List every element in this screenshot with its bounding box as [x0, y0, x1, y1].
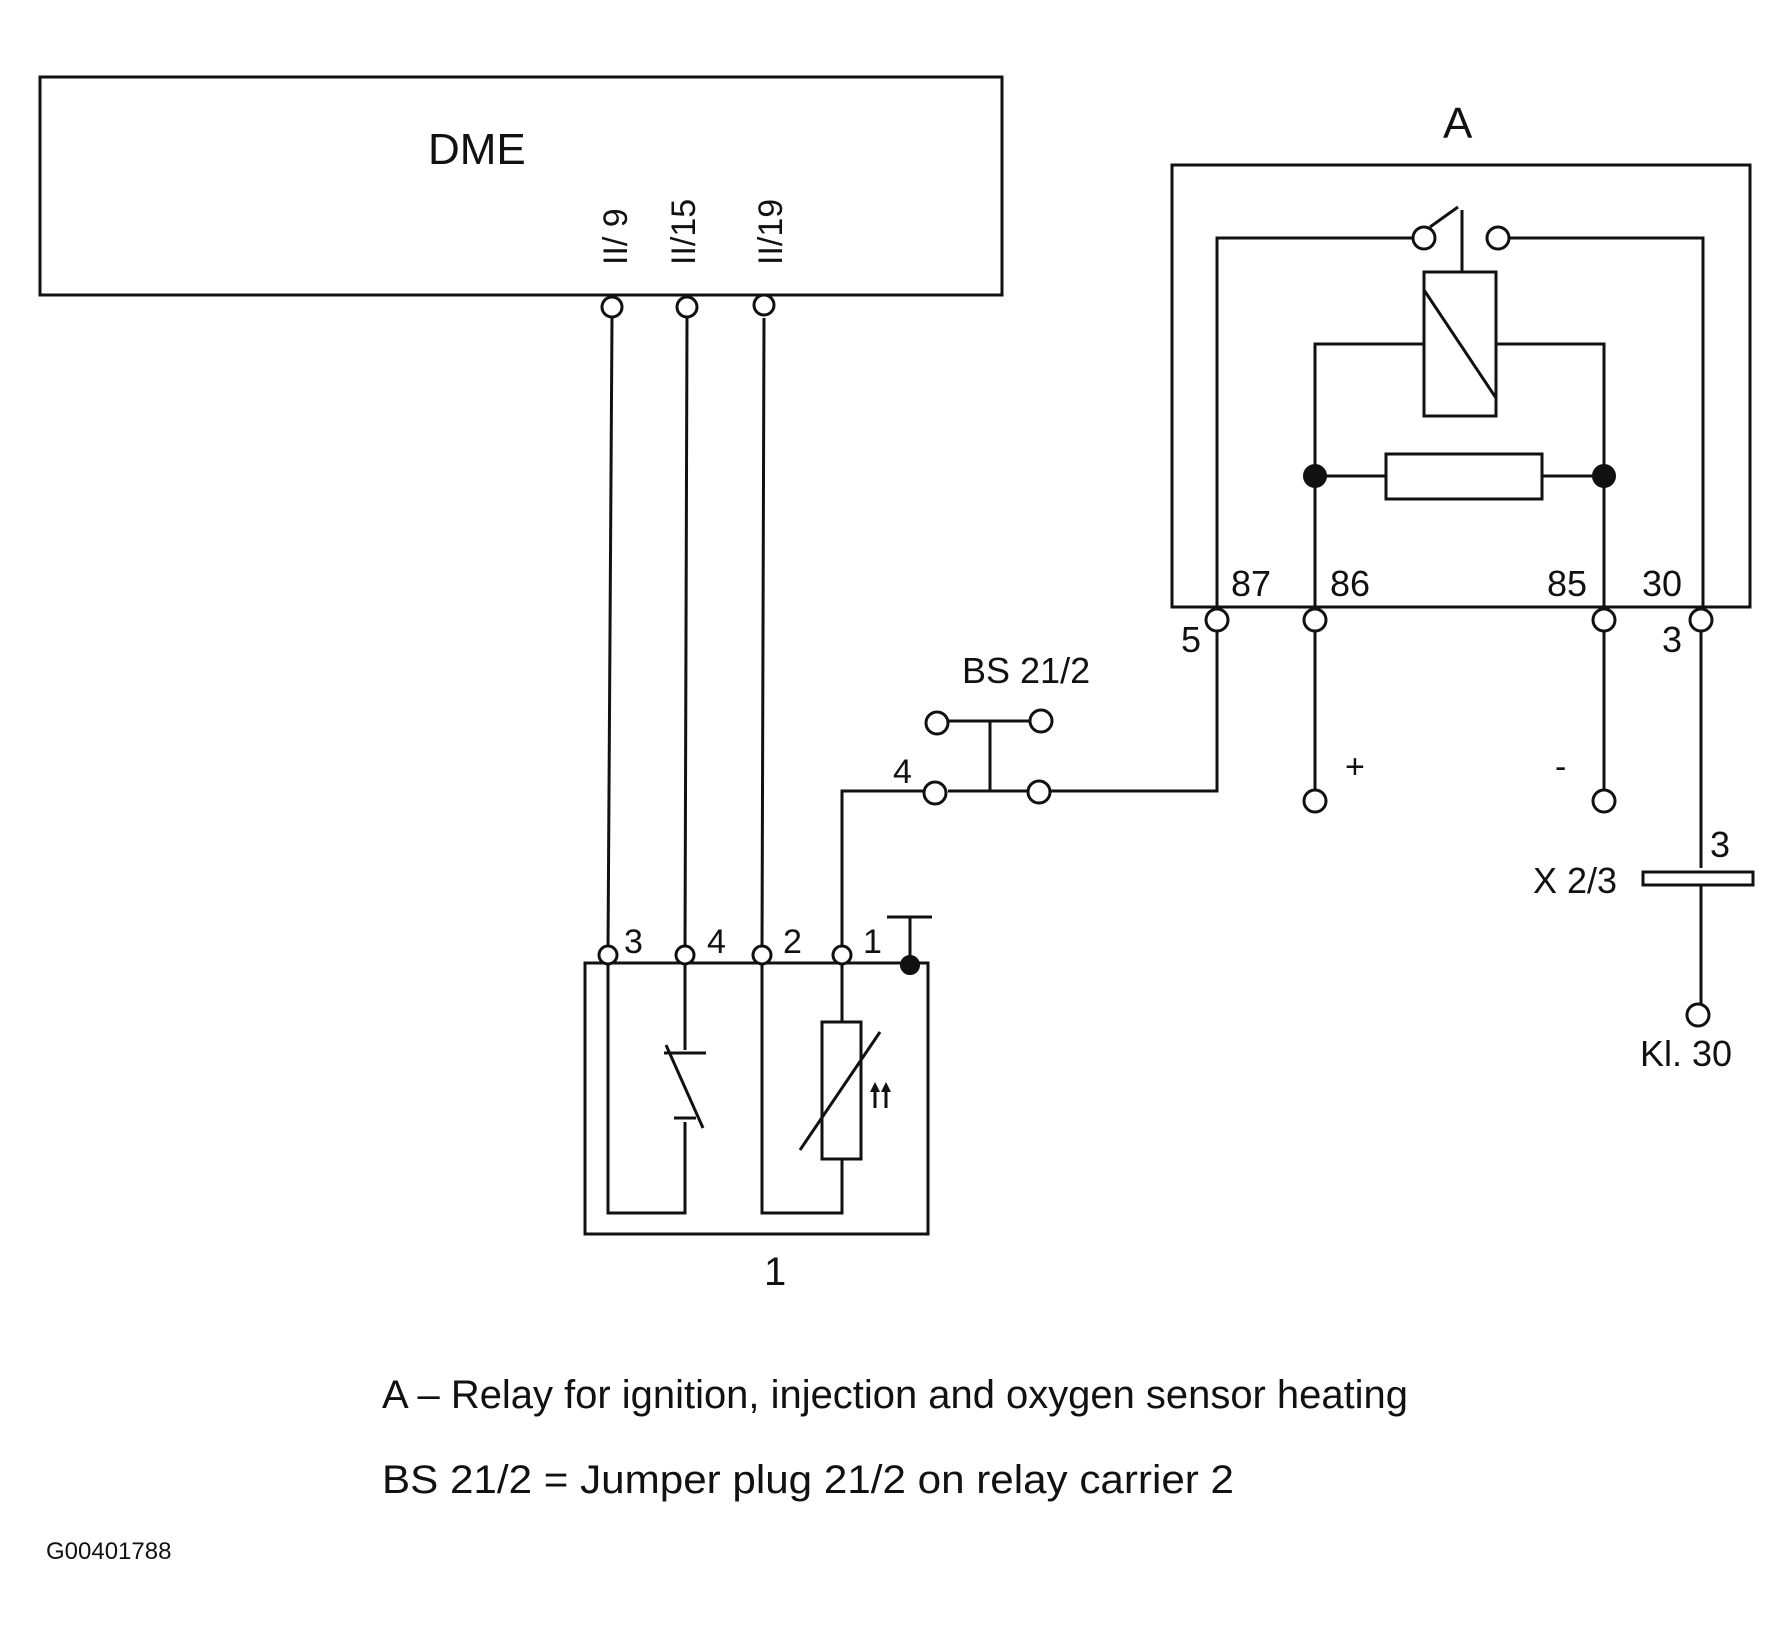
jumper-terminal-tl: [924, 710, 950, 736]
relay-a: A 87 86 85 30 5 3 +: [1170, 99, 1752, 814]
junction-85: [1592, 464, 1616, 488]
terminal-plus: [1302, 788, 1328, 814]
wire-ii9: [606, 317, 614, 951]
sensor-terminal-2: [751, 944, 773, 966]
legend-relay: A – Relay for ignition, injection and ox…: [382, 1373, 1408, 1417]
heater-resistor: [820, 1020, 863, 1161]
dme-box: [38, 75, 1004, 297]
sensor-pin-2: 2: [783, 923, 802, 961]
relay-title: A: [1443, 99, 1473, 148]
relay-terminal-87: [1204, 607, 1230, 633]
sensor-right-loop: [760, 960, 844, 1215]
jumper-terminal-tr: [1028, 708, 1054, 734]
jumper-terminal-bl: [922, 780, 948, 806]
figure-id: G00401788: [46, 1538, 171, 1565]
jumper-plug: BS 21/2 4: [840, 630, 1219, 945]
relay-87-wire: [1215, 236, 1413, 608]
relay-terminal-label-5: 5: [1181, 619, 1201, 660]
sensor-title: 1: [764, 1250, 786, 1294]
connector-title: X 2/3: [1533, 860, 1617, 901]
wire-ii15: [683, 317, 689, 951]
connector-x23: 3 X 2/3 Kl. 30: [1533, 631, 1755, 1074]
kl30-label: Kl. 30: [1640, 1033, 1732, 1074]
dme-pin-ii9: II/ 9: [597, 208, 635, 265]
heater-variable-slash: [798, 1031, 882, 1151]
connector-plug: [1641, 870, 1755, 887]
junction-86: [1303, 464, 1327, 488]
relay-pin-30: 30: [1642, 563, 1682, 604]
wire-jumper-to-relay: [1050, 630, 1219, 793]
legend: A – Relay for ignition, injection and ox…: [46, 1373, 1408, 1565]
dme-unit: DME II/ 9 II/15 II/19: [38, 75, 1004, 297]
sensor-terminal-3: [597, 944, 619, 966]
legend-jumper: BS 21/2 = Jumper plug 21/2 on relay carr…: [382, 1458, 1234, 1502]
relay-86-wire: [1313, 342, 1424, 608]
relay-30-wire: [1509, 236, 1705, 608]
sensor-pin-1: 1: [863, 923, 882, 961]
jumper-terminal-br: [1026, 779, 1052, 805]
terminal-kl30: [1685, 1002, 1711, 1028]
terminal-minus: [1591, 788, 1617, 814]
dme-terminal-ii15: [675, 295, 699, 319]
relay-pin-85: 85: [1547, 563, 1587, 604]
dme-terminal-ii19: [752, 293, 776, 317]
sensor-cell-slash: [664, 1044, 705, 1129]
sensor-pin-4: 4: [707, 923, 726, 961]
wire-sensor-to-jumper: [840, 789, 925, 945]
connector-pin-3: 3: [1710, 824, 1730, 865]
dme-terminal-ii9: [600, 295, 624, 319]
relay-coil-slash: [1422, 289, 1498, 399]
dme-wires: [600, 293, 776, 951]
wire-ii19: [760, 317, 766, 951]
relay-terminal-30: [1688, 607, 1714, 633]
sensor-terminal-4: [674, 944, 696, 966]
relay-terminal-86: [1302, 607, 1328, 633]
dme-title: DME: [428, 125, 526, 174]
sensor-box: [583, 961, 930, 1236]
label-minus: -: [1555, 748, 1566, 786]
sensor-left-loop: [606, 960, 687, 1215]
label-plus: +: [1345, 748, 1365, 786]
relay-switch-arm: [1429, 205, 1459, 229]
relay-terminal-85: [1591, 607, 1617, 633]
jumper-title: BS 21/2: [962, 650, 1090, 691]
jumper-pin-4: 4: [893, 753, 912, 791]
sensor-terminal-1: [831, 944, 853, 966]
relay-contact-left: [1411, 225, 1437, 251]
relay-pin-86: 86: [1330, 563, 1370, 604]
ground-junction: [900, 955, 920, 975]
dme-pin-ii15: II/15: [665, 199, 703, 265]
relay-85-wire: [1496, 342, 1606, 608]
relay-pin-87: 87: [1231, 563, 1271, 604]
relay-contact-right: [1485, 225, 1511, 251]
dme-pin-ii19: II/19: [752, 199, 790, 265]
relay-resistor: [1384, 452, 1544, 501]
relay-box: [1170, 163, 1752, 609]
relay-terminal-label-3: 3: [1662, 619, 1682, 660]
oxygen-sensor: 3 4 2 1 1: [583, 915, 932, 1294]
heat-arrows-icon: [870, 1082, 891, 1108]
sensor-pin-3: 3: [624, 923, 643, 961]
